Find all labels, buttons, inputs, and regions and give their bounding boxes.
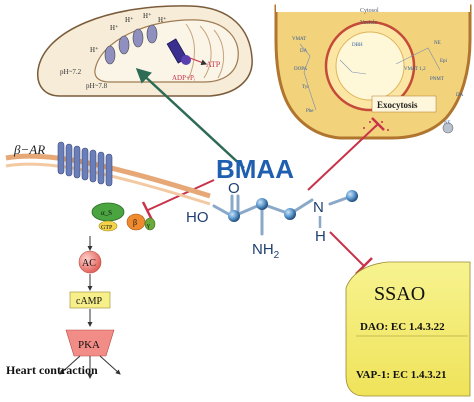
proton-label: H⁺ bbox=[143, 12, 152, 20]
vap-label: VAP-1: EC 1.4.3.21 bbox=[356, 369, 447, 381]
synapse-label: PNMT bbox=[430, 77, 444, 82]
pka-node bbox=[65, 329, 115, 357]
atom-carboxyl-carbon bbox=[228, 210, 240, 222]
g-alpha-label: α_S bbox=[101, 209, 112, 217]
cytosol-label: Cytosol bbox=[360, 8, 379, 14]
atp-synthase-icon bbox=[166, 38, 208, 66]
bmaa-molecule: BMAA O HO N H NH2 bbox=[186, 154, 358, 261]
camp-box bbox=[69, 291, 111, 309]
synapse-label: VMAT 1,2 bbox=[404, 67, 426, 72]
amino-group-label: NH2 bbox=[252, 241, 280, 261]
proton-label: H⁺ bbox=[90, 46, 99, 54]
synapse-panel: Cytosol Vesicle VMAT DA DOPA Tyr Phe NE … bbox=[274, 4, 472, 140]
gtp-badge bbox=[98, 220, 118, 232]
synapse-label: DA bbox=[300, 49, 308, 54]
ssao-box bbox=[345, 261, 471, 397]
arrow-to-mitochondria bbox=[135, 67, 245, 169]
bmaa-title: BMAA bbox=[216, 154, 294, 184]
synapse-label: DOPA bbox=[294, 67, 308, 72]
vesicle-label: Vesicle bbox=[360, 20, 378, 26]
exocytosis-label: Exocytosis bbox=[377, 100, 418, 110]
inhibition-to-exocytosis bbox=[307, 123, 379, 191]
proton-label: H⁺ bbox=[158, 16, 167, 24]
g-gamma-label: γ bbox=[146, 223, 150, 229]
synapse-label: DA bbox=[456, 93, 464, 98]
pka-output-arrows bbox=[59, 355, 121, 379]
pka-label: PKA bbox=[78, 339, 100, 351]
g-gamma-subunit bbox=[144, 217, 156, 231]
nitrogen-label: N bbox=[313, 199, 324, 216]
electron-transport-complexes bbox=[104, 24, 158, 65]
oxygen-label: O bbox=[228, 180, 240, 197]
receptor-helices-icon bbox=[57, 141, 113, 187]
beta-ar-label: β−AR bbox=[13, 142, 45, 157]
dao-label: DAO: EC 1.4.3.22 bbox=[360, 321, 445, 333]
synapse-pathway-arrows bbox=[299, 43, 441, 111]
g-beta-label: β bbox=[133, 218, 137, 227]
adenylate-cyclase-node bbox=[78, 250, 102, 274]
atom-alpha-carbon bbox=[256, 198, 268, 210]
inhibition-to-ssao bbox=[329, 231, 365, 267]
atom-beta-carbon bbox=[284, 208, 296, 220]
hydroxyl-label: HO bbox=[186, 209, 209, 226]
mitochondrion-panel: H⁺ H⁺ H⁺ H⁺ H⁺ ATP ADP+Pᵢ pH~7.2 pH~7.8 bbox=[37, 5, 253, 97]
adp-label: ADP+Pᵢ bbox=[172, 74, 196, 82]
proton-label: H⁺ bbox=[110, 24, 119, 32]
ssao-panel: SSAO DAO: EC 1.4.3.22 VAP-1: EC 1.4.3.21 bbox=[345, 261, 471, 397]
synapse-label: Tyr bbox=[302, 85, 309, 90]
synapse-label: Epi bbox=[440, 59, 448, 64]
synapse-label: NE bbox=[434, 41, 441, 46]
exocytosis-box bbox=[371, 95, 437, 113]
gtp-label: GTP bbox=[101, 225, 113, 231]
synapse-label: DBH bbox=[352, 43, 363, 48]
camp-label: cAMP bbox=[76, 296, 103, 307]
transporter-icon bbox=[442, 122, 454, 134]
synapse-label: VMAT bbox=[292, 37, 306, 42]
beta-ar-pathway: β−AR α_S GTP β γ AC cAMP PKA bbox=[5, 141, 211, 379]
heart-contraction-label: Heart contraction bbox=[6, 363, 98, 377]
amine-hydrogen-label: H bbox=[315, 228, 326, 245]
ssao-title: SSAO bbox=[374, 283, 425, 305]
ac-label: AC bbox=[82, 258, 96, 269]
atom-methyl-carbon bbox=[346, 190, 358, 202]
ph-inner-label: pH~7.8 bbox=[86, 82, 108, 90]
cristae-lines bbox=[185, 23, 224, 81]
ph-outer-label: pH~7.2 bbox=[60, 68, 82, 76]
synapse-label: Phe bbox=[306, 109, 314, 114]
proton-label: H⁺ bbox=[125, 16, 134, 24]
vesicle-lumen bbox=[335, 31, 405, 101]
atp-label: ATP bbox=[206, 60, 221, 69]
